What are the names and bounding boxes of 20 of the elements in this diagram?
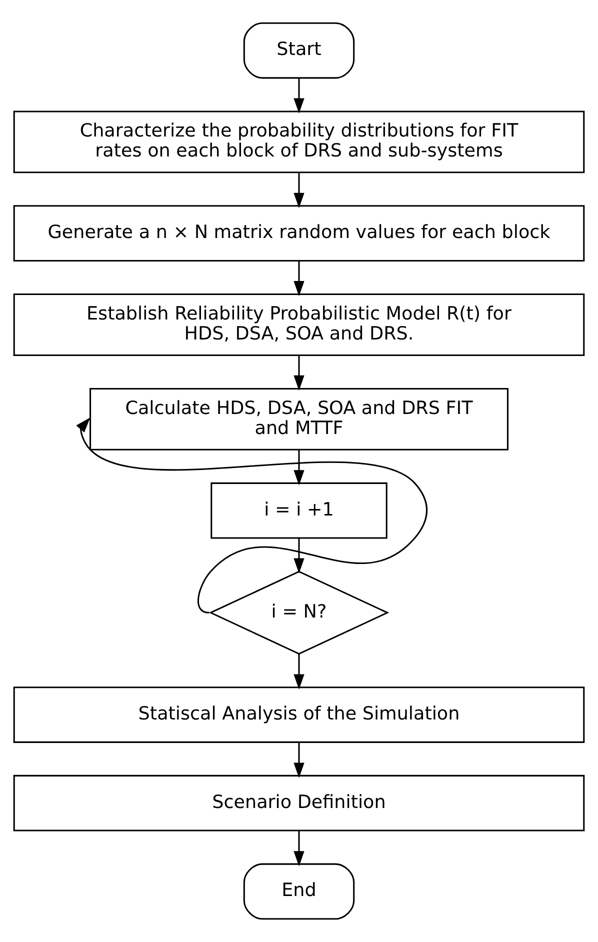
arrow <box>294 260 304 296</box>
arrow <box>294 538 304 574</box>
arrow <box>294 450 304 486</box>
node-box: Statiscal Analysis of the Simulation <box>13 686 585 743</box>
node-box: Establish Reliability Probabilistic Model R(t) for HDS, DSA, SOA and DRS. <box>13 294 585 356</box>
node-box: Scenario Definition <box>13 774 585 832</box>
arrow <box>294 830 304 866</box>
node-box: Calculate HDS, DSA, SOA and DRS FIT and MTTF <box>90 388 508 450</box>
arrow <box>294 654 304 690</box>
node-diamond: i = N? <box>208 570 390 655</box>
arrow <box>76 417 428 614</box>
arrow <box>294 172 304 208</box>
node-box: i = i +1 <box>210 482 388 539</box>
arrow <box>294 356 304 391</box>
node-box: Characterize the probability distributions for FIT rates on each block of DRS and sub-systems <box>13 110 585 174</box>
node-box: Generate a n × N matrix random values for each block <box>13 205 585 262</box>
arrow <box>294 78 304 114</box>
node-box: End <box>243 863 355 920</box>
node-box: Start <box>243 22 355 79</box>
arrow <box>294 742 304 778</box>
